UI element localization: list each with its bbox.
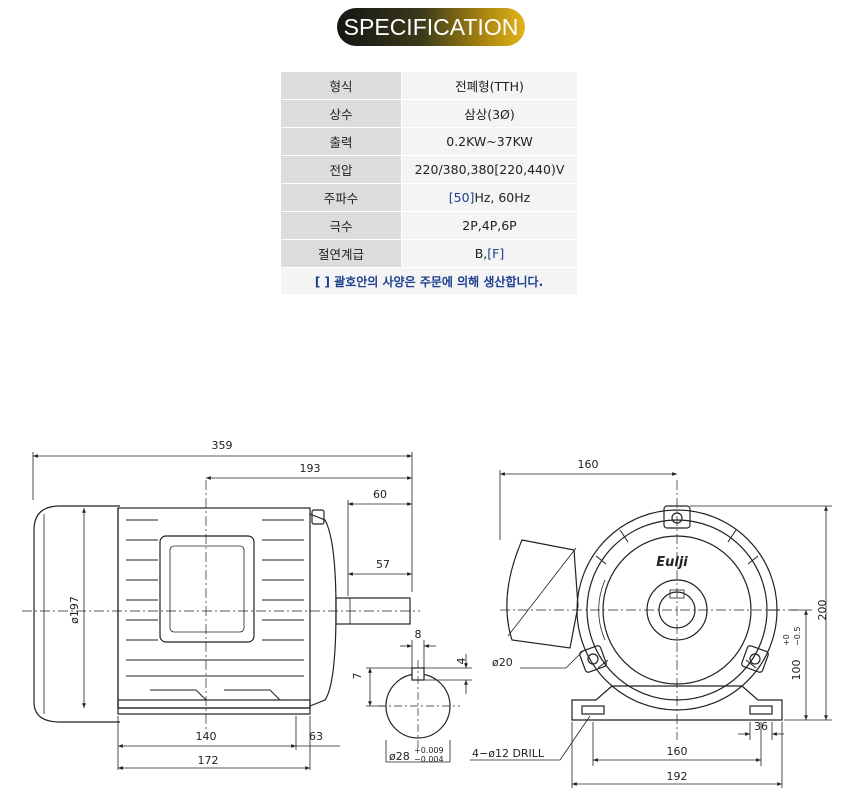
dim-diameter: ø197 [68,596,81,624]
dim-foot-width: 36 [754,720,768,733]
spec-value: [50]Hz, 60Hz [401,183,577,212]
dim-shaft-tol-lower: −0.004 [414,755,444,764]
spec-key: 주파수 [281,183,402,212]
spec-key: 절연계급 [281,239,402,268]
table-row: 전압 220/380,380[220,440)V [281,155,577,184]
dim-key-depth-top: 4 [455,658,468,665]
dim-shaft-dia: ø28 [389,750,410,763]
brand-logo: Eulji [656,555,688,570]
dim-shaft-tol-upper: +0.009 [414,746,444,755]
dim-front-width-half: 160 [578,458,599,471]
side-dimension-lines [32,452,413,770]
table-row: 상수 삼상(3Ø) [281,99,577,128]
dim-drill: 4−ø12 DRILL [472,747,545,760]
spec-value: 2P,4P,6P [401,211,577,240]
front-fins [595,529,780,669]
spec-value: 삼상(3Ø) [401,99,577,128]
cooling-fins [126,519,304,677]
table-row: 출력 0.2KW~37KW [281,127,577,156]
spec-key: 극수 [281,211,402,240]
front-flange [309,513,337,707]
front-view [500,480,800,740]
dim-foot-offset: 63 [309,730,323,743]
spec-key: 출력 [281,127,402,156]
spec-key: 형식 [281,72,402,100]
spec-value: B,[F] [401,239,577,268]
table-row: [ ] 괄호안의 사양은 주문에 의해 생산합니다. [281,267,577,295]
spec-value: 220/380,380[220,440)V [401,155,577,184]
dim-shaft-height: 100 [790,660,803,681]
dim-foot-span: 140 [196,730,217,743]
bracket-option: [50] [448,190,475,205]
side-view [22,480,420,730]
front-dimension-lines [470,470,832,788]
specification-badge: SPECIFICATION [337,8,525,46]
bracket-option: [F] [487,246,505,261]
dim-shaft-height-tol-upper: +0 [782,634,791,646]
table-row: 형식 전폐형(TTH) [281,72,577,100]
dim-center-to-end: 193 [300,462,321,475]
dim-total-length: 359 [212,439,233,452]
table-row: 주파수 [50]Hz, 60Hz [281,183,577,212]
shaft-section [378,660,460,748]
shaft-dimension-lines [366,640,472,763]
table-row: 극수 2P,4P,6P [281,211,577,240]
terminal-conduit [506,539,579,649]
spec-note: [ ] 괄호안의 사양은 주문에 의해 생산합니다. [281,267,577,295]
front-feet [571,685,783,721]
table-row: 절연계급 B,[F] [281,239,577,268]
dim-key-depth-side: 7 [351,673,364,680]
spec-key: 상수 [281,99,402,128]
dim-base-length: 172 [198,754,219,767]
dim-shaft-length: 57 [376,558,390,571]
standard-option: B, [474,246,488,261]
spec-value: 0.2KW~37KW [401,127,577,156]
dim-base-width: 192 [667,770,688,783]
dim-front-height: 200 [816,600,829,621]
end-cover [33,505,120,723]
terminal-box [159,535,255,643]
standard-option: Hz, 60Hz [474,190,531,205]
dim-shaft-height-tol-lower: −0.5 [793,627,802,646]
motor-frame [117,507,311,709]
dim-shaft-region: 60 [373,488,387,501]
spec-key: 전압 [281,155,402,184]
spec-table: 형식 전폐형(TTH) 상수 삼상(3Ø) 출력 0.2KW~37KW 전압 2… [281,72,577,295]
spec-value: 전폐형(TTH) [401,72,577,100]
dim-key-width: 8 [415,628,422,641]
dim-foot-hole-span: 160 [667,745,688,758]
dim-conduit-dia: ø20 [492,656,513,669]
